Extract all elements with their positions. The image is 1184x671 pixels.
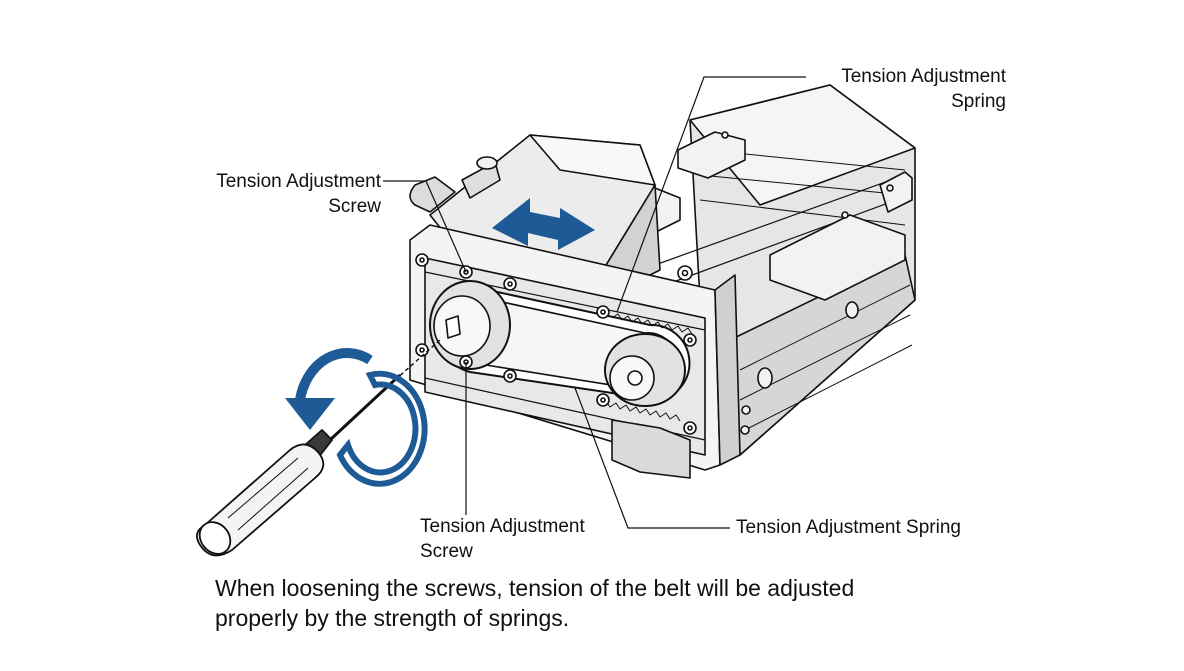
caption: When loosening the screws, tension of th… [215, 573, 854, 633]
label-tension-screw-bottom: Tension Adjustment Screw [420, 514, 585, 564]
rotate-arrow-icon [285, 348, 428, 487]
guide-line [394, 339, 441, 381]
linear-rail [611, 84, 916, 456]
springs [599, 313, 693, 422]
label-line: Screw [328, 196, 381, 217]
label-tension-spring-top: Tension Adjustment Spring [806, 64, 1006, 114]
leader-lines [383, 76, 806, 529]
label-tension-spring-bottom: Tension Adjustment Spring [736, 517, 961, 538]
caption-line: When loosening the screws, tension of th… [215, 575, 855, 601]
label-line: Screw [420, 541, 473, 562]
label-tension-screw-top: Tension Adjustment Screw [180, 169, 381, 219]
driven-pulley [604, 333, 686, 407]
slide-arrow-icon [492, 198, 595, 250]
plate-screws [415, 253, 697, 435]
label-line: Tension Adjustment [420, 516, 585, 537]
screwdriver [196, 373, 402, 557]
label-line: Spring [951, 91, 1006, 112]
label-line: Tension Adjustment [841, 66, 1006, 87]
label-line: Tension Adjustment [216, 171, 381, 192]
bottom-block [611, 419, 691, 479]
drive-pulley [429, 280, 511, 370]
caption-line: properly by the strength of springs. [215, 605, 570, 631]
